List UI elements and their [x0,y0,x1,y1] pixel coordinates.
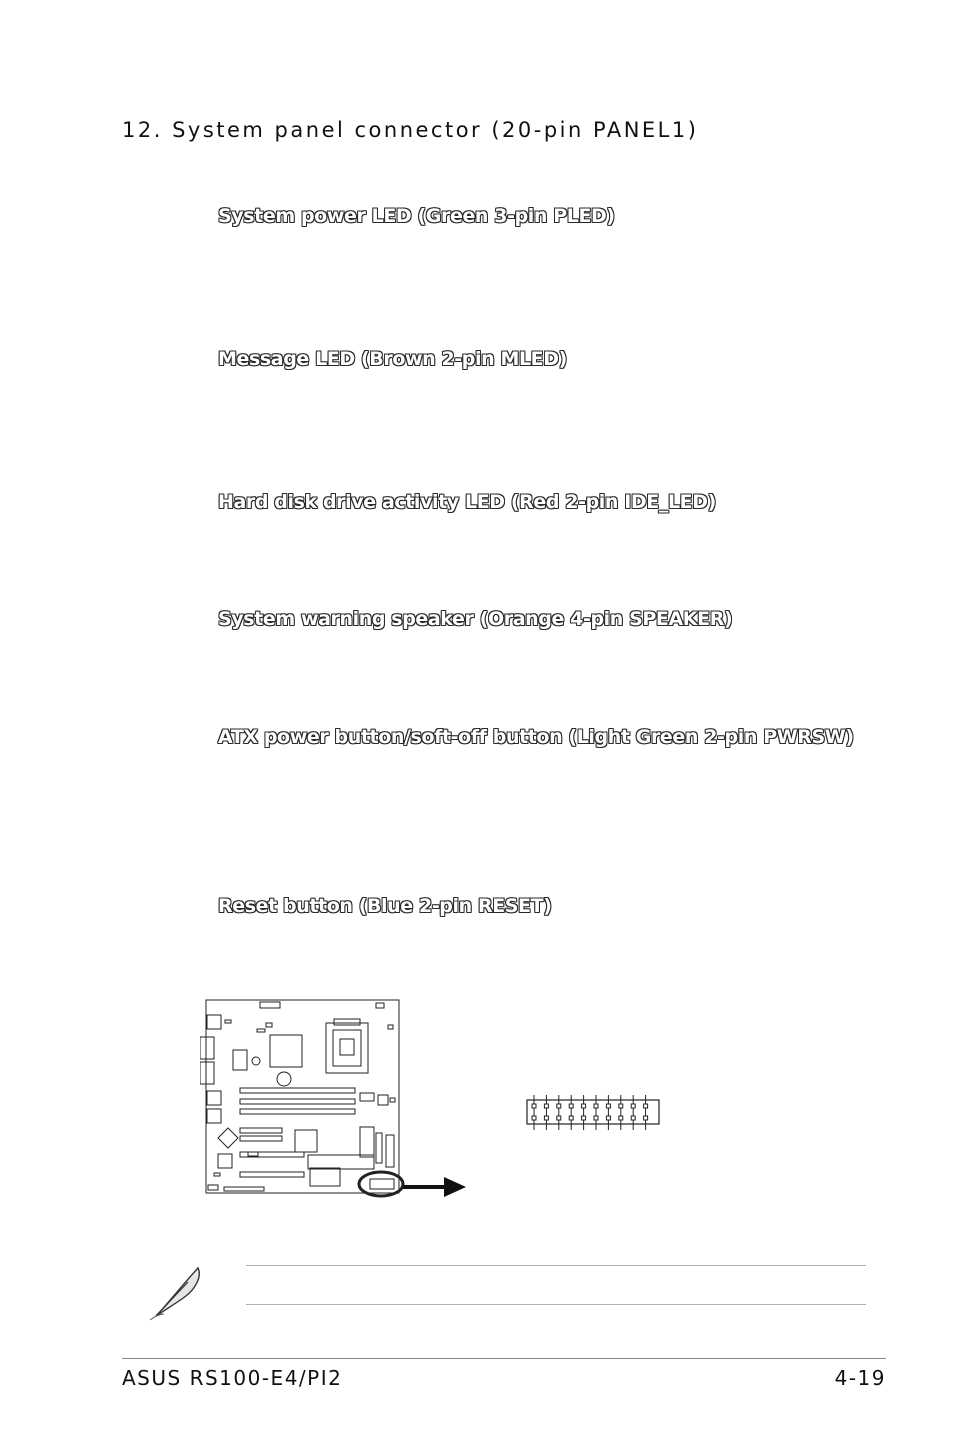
header-pin [605,1103,611,1109]
header-pin [618,1115,624,1121]
header-pin [543,1115,549,1121]
item-system-power-led: System power LED (Green 3-pin PLED) [218,205,615,227]
item-message-led: Message LED (Brown 2-pin MLED) [218,348,567,370]
header-pin [643,1115,649,1121]
header-pin [618,1103,624,1109]
motherboard-diagram [200,999,466,1198]
header-pin [568,1103,574,1109]
header-pin [593,1103,599,1109]
feather-pen-icon [149,1266,200,1321]
item-reset-button: Reset button (Blue 2-pin RESET) [218,895,552,917]
header-pin [543,1103,549,1109]
footer-product-name: ASUS RS100-E4/PI2 [122,1366,343,1390]
header-pin [556,1103,562,1109]
header-pin [630,1115,636,1121]
item-warning-speaker: System warning speaker (Orange 4-pin SPE… [218,608,733,630]
header-pin [556,1115,562,1121]
header-pin [643,1103,649,1109]
item-hdd-activity-led: Hard disk drive activity LED (Red 2-pin … [218,491,716,513]
note-top-rule [246,1265,866,1266]
header-pin [531,1115,537,1121]
header-pin [531,1103,537,1109]
header-pin [568,1115,574,1121]
note-bottom-rule [246,1304,866,1305]
header-pin [593,1115,599,1121]
footer-page-number: 4-19 [834,1366,886,1390]
header-pin [581,1103,587,1109]
section-title: 12. System panel connector (20-pin PANEL… [122,118,699,142]
item-power-button: ATX power button/soft-off button (Light … [218,726,854,748]
footer-rule [122,1358,886,1359]
header-pin [605,1115,611,1121]
header-pin [630,1103,636,1109]
20-pin-header [526,1095,660,1130]
header-pin [581,1115,587,1121]
